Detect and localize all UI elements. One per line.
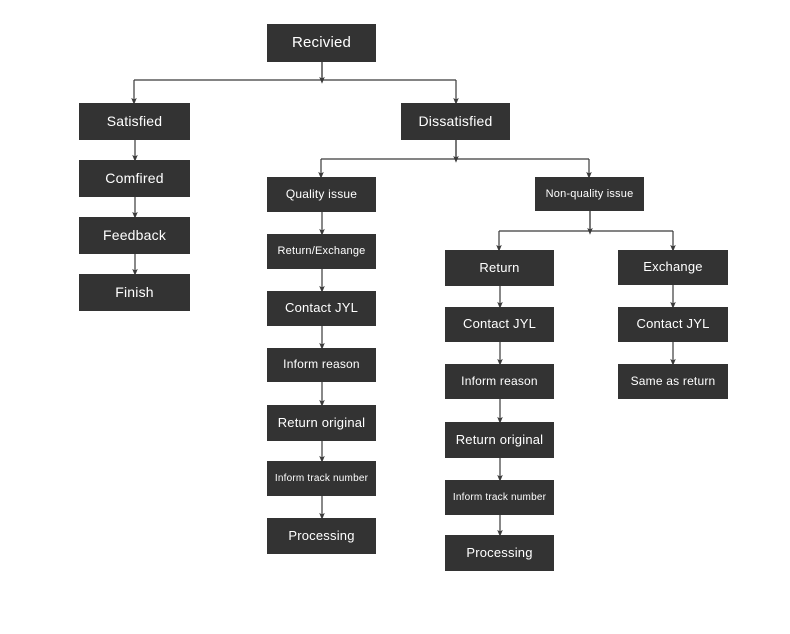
node-label: Comfired [105,169,164,186]
node-label: Recivied [291,33,352,51]
node-label: Quality issue [285,186,358,201]
node-label: Same as return [630,373,716,388]
node-nq-inform-track: Inform track number [445,480,554,515]
node-q-processing: Processing [267,518,376,554]
node-label: Contact JYL [462,316,536,332]
node-ex-same-as-return: Same as return [618,364,728,399]
node-q-return-original: Return original [267,405,376,441]
node-dissatisfied: Dissatisfied [401,103,510,140]
node-nonquality-issue: Non-quality issue [535,177,644,211]
node-label: Feedback [102,226,167,243]
node-q-contact-jyl: Contact JYL [267,291,376,326]
node-label: Finish [115,283,154,300]
node-label: Inform reason [461,373,538,388]
node-q-return-exchange: Return/Exchange [267,234,376,269]
node-label: Exchange [643,259,703,275]
node-ex-exchange: Exchange [618,250,728,285]
node-label: Return original [455,431,544,447]
node-satisfied: Satisfied [79,103,190,140]
node-label: Processing [288,527,355,543]
node-label: Inform reason [283,357,360,372]
node-recivied: Recivied [267,24,376,62]
node-nq-contact-jyl: Contact JYL [445,307,554,342]
node-comfired: Comfired [79,160,190,197]
node-ex-contact-jyl: Contact JYL [618,307,728,342]
node-label: Satisfied [106,112,163,129]
node-label: Dissatisfied [418,112,493,129]
node-label: Non-quality issue [545,187,634,200]
node-nq-return: Return [445,250,554,286]
node-label: Return/Exchange [277,245,366,258]
node-nq-inform-reason: Inform reason [445,364,554,399]
node-finish: Finish [79,274,190,311]
node-label: Inform track number [274,473,369,484]
node-feedback: Feedback [79,217,190,254]
node-label: Processing [466,544,533,560]
node-label: Contact JYL [636,316,710,332]
node-label: Return original [277,414,366,430]
node-label: Return [479,259,520,275]
node-q-inform-track: Inform track number [267,461,376,496]
node-quality-issue: Quality issue [267,177,376,212]
node-label: Inform track number [452,492,547,503]
node-q-inform-reason: Inform reason [267,348,376,382]
node-label: Contact JYL [284,300,358,316]
node-nq-processing: Processing [445,535,554,571]
node-nq-return-original: Return original [445,422,554,458]
